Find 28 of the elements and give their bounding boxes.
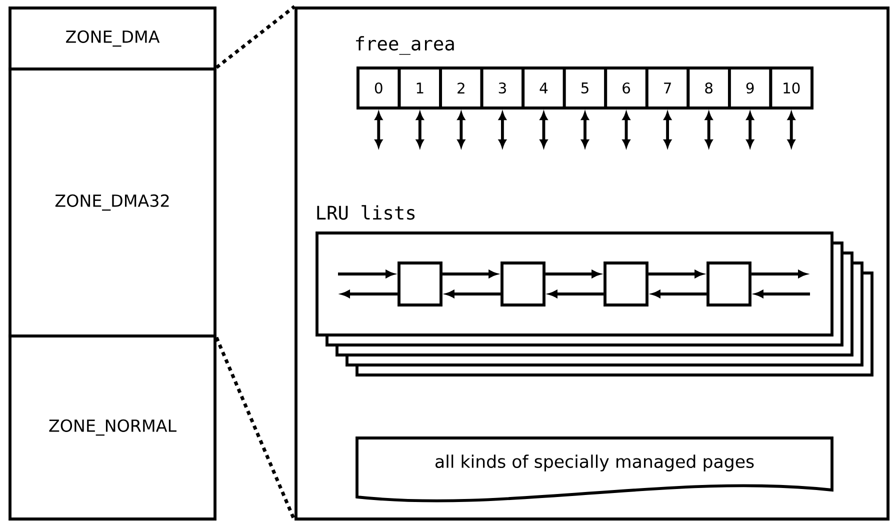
- double-arrow: [374, 112, 382, 148]
- heading: free_area: [356, 36, 454, 55]
- heading: LRU lists: [317, 205, 415, 220]
- zone-box: ZONE_DMA: [8, 6, 216, 70]
- double-arrow: [540, 112, 548, 148]
- double-arrow: [457, 112, 465, 148]
- array-cell: 4: [522, 66, 566, 110]
- double-arrow: [705, 112, 713, 148]
- array-cell: 3: [480, 66, 525, 110]
- array-cell: 0: [356, 66, 401, 110]
- array-cell: 2: [439, 66, 484, 110]
- array-cell: 8: [686, 66, 731, 110]
- double-arrow: [581, 112, 589, 148]
- array-cell: 9: [728, 66, 772, 110]
- zone-box: ZONE_NORMAL: [8, 334, 216, 520]
- double-arrow: [664, 112, 672, 148]
- array-cell: 6: [604, 66, 648, 110]
- array-cell: 10: [769, 66, 814, 110]
- zoom-line: [214, 336, 296, 521]
- double-arrow: [746, 112, 754, 148]
- zoom-line: [215, 5, 296, 69]
- array-cell: 1: [398, 66, 442, 110]
- double-arrow: [788, 112, 796, 148]
- array-cell: 7: [645, 66, 690, 110]
- double-arrow: [622, 112, 630, 148]
- array-cell: 5: [562, 66, 608, 110]
- double-arrow: [498, 112, 506, 148]
- double-arrow: [416, 112, 424, 148]
